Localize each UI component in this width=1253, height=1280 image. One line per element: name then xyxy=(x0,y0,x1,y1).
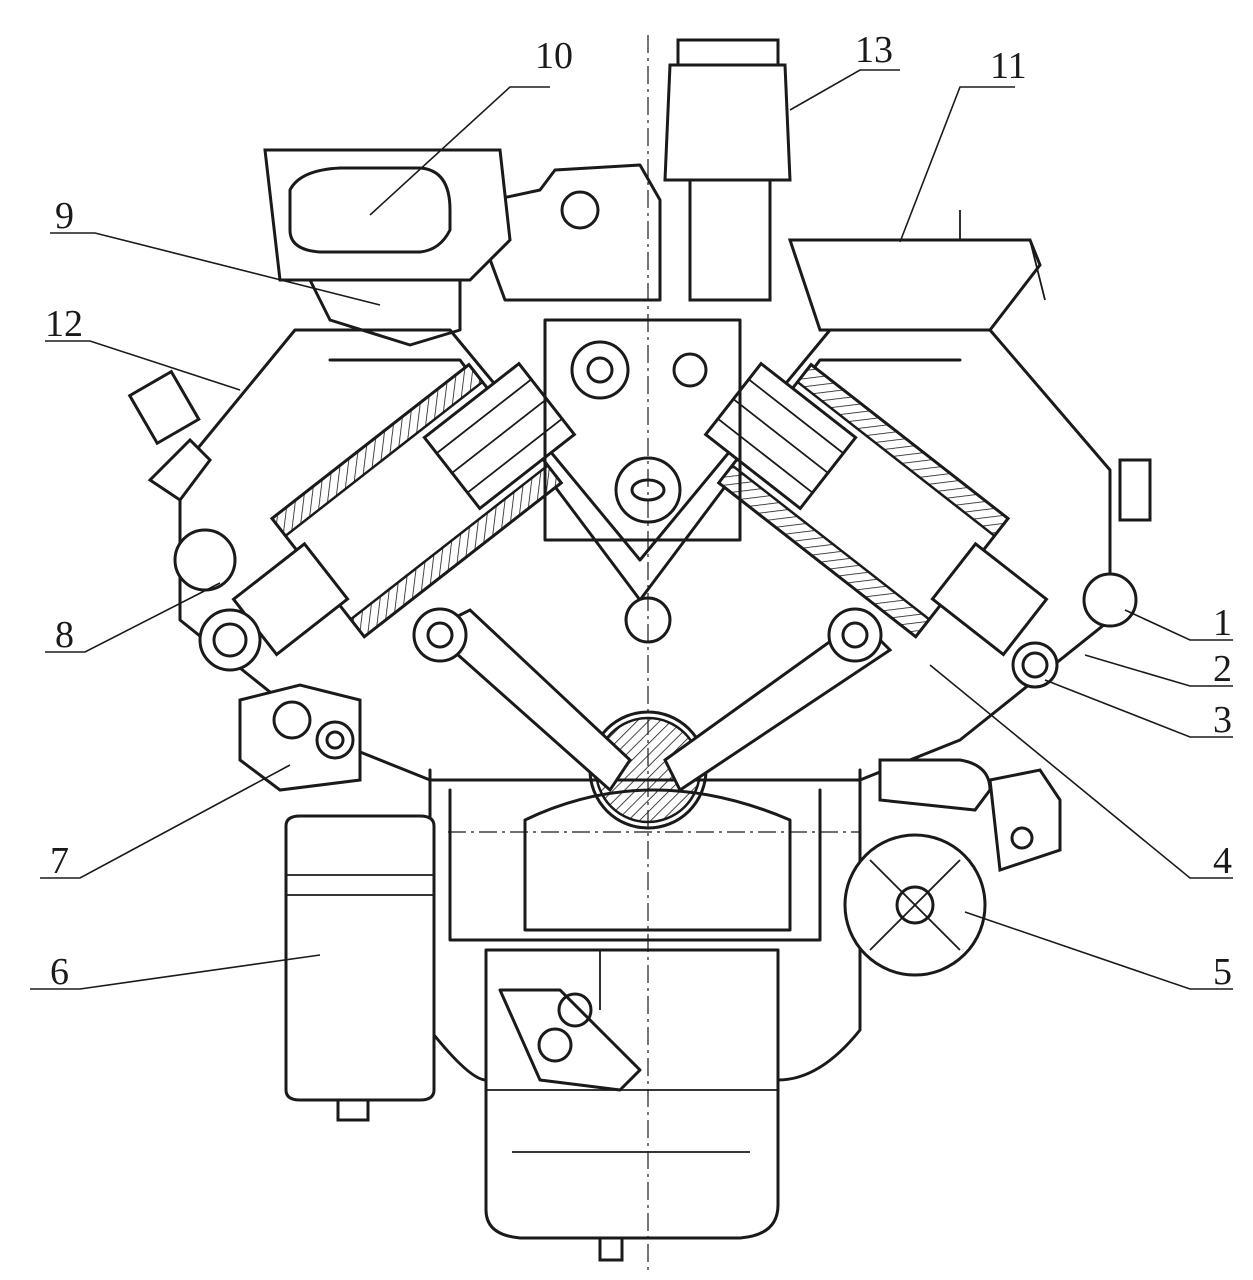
leader-12 xyxy=(45,340,241,391)
callout-12: 12 xyxy=(45,303,83,345)
callout-8: 8 xyxy=(55,614,74,656)
right-manifold xyxy=(787,210,1046,332)
fuel-pump-assembly xyxy=(468,163,742,542)
leader-1 xyxy=(1124,609,1233,641)
callout-10: 10 xyxy=(535,35,573,77)
callout-7: 7 xyxy=(50,840,69,882)
right-cylinder-bank xyxy=(703,361,1049,657)
oil-filter-6 xyxy=(284,814,436,1122)
crankcase xyxy=(428,710,862,1092)
engine-drawing xyxy=(127,35,1152,1270)
leader-8 xyxy=(45,582,221,653)
leader-lines xyxy=(30,69,1233,990)
leader-9 xyxy=(50,232,381,306)
callout-3: 3 xyxy=(1213,699,1232,741)
connecting-rods xyxy=(412,596,893,793)
left-cylinder-bank xyxy=(231,361,577,657)
leader-5 xyxy=(964,911,1233,990)
leader-13 xyxy=(789,69,900,111)
leader-6 xyxy=(30,954,321,990)
leader-2 xyxy=(1084,654,1233,687)
callout-9: 9 xyxy=(55,195,74,237)
oil-pan xyxy=(484,948,780,1262)
callout-1: 1 xyxy=(1213,602,1232,644)
leader-11 xyxy=(899,86,1015,243)
callout-2: 2 xyxy=(1213,648,1232,690)
callout-6: 6 xyxy=(50,951,69,993)
leader-7 xyxy=(40,764,291,879)
reservoir-13 xyxy=(663,38,792,302)
callout-13: 13 xyxy=(855,29,893,71)
left-side-fittings xyxy=(127,369,262,672)
right-side-fittings xyxy=(1011,458,1152,689)
leader-10 xyxy=(369,86,550,216)
accessory-7 xyxy=(238,683,362,792)
pulley-5 xyxy=(843,758,1062,977)
callout-5: 5 xyxy=(1213,951,1232,993)
callout-11: 11 xyxy=(990,45,1027,87)
callout-labels: 1 2 3 4 5 6 7 8 9 10 11 12 13 xyxy=(45,29,1232,993)
leader-3 xyxy=(1044,679,1233,738)
leader-4 xyxy=(929,664,1233,879)
callout-4: 4 xyxy=(1213,840,1232,882)
left-manifold xyxy=(263,148,512,347)
